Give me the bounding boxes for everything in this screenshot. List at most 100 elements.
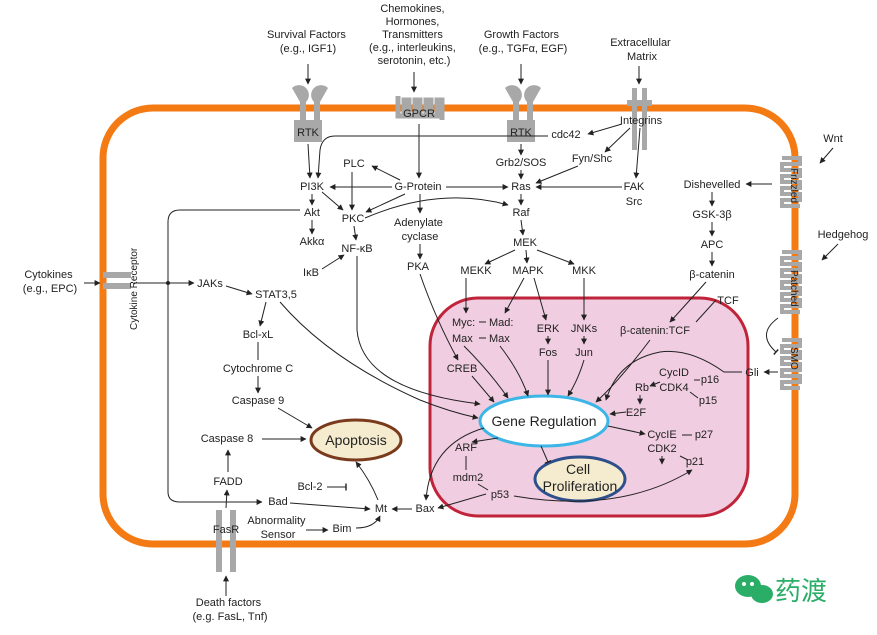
- g-protein-node: G-Protein: [394, 181, 441, 193]
- jnks-node: JNKs: [571, 323, 598, 335]
- p53-node: p53: [491, 489, 509, 501]
- fak-node: FAK: [624, 181, 645, 193]
- erk-node: ERK: [537, 323, 560, 335]
- hedgehog-label: Hedgehog: [818, 229, 869, 241]
- bad-node: Bad: [268, 496, 288, 508]
- bim-node: Bim: [333, 523, 352, 535]
- stat-node: STAT3,5: [255, 289, 297, 301]
- fos-node: Fos: [539, 347, 558, 359]
- rb-node: Rb: [635, 382, 649, 394]
- ras-node: Ras: [511, 181, 531, 193]
- integrins-node: Integrins: [620, 115, 663, 127]
- max-node-1: Max: [452, 333, 473, 345]
- bcl-xl-node: Bcl-xL: [243, 329, 274, 341]
- gene-regulation-node: Gene Regulation: [478, 394, 610, 448]
- cytochrome-c-node: Cytochrome C: [223, 363, 293, 375]
- death-factors-label: Death factors (e.g. FasL, Tnf): [193, 597, 268, 623]
- cdk4-node: CDK4: [659, 382, 688, 394]
- frizzled-receptor: Frizzled: [780, 156, 802, 208]
- p27-node: p27: [695, 429, 713, 441]
- extracellular-matrix-label: Extracellular Matrix: [610, 37, 674, 63]
- gsk-3b-node: GSK-3β: [692, 209, 731, 221]
- gpcr-receptor: GPCR: [395, 96, 445, 120]
- pkc-node: PKC: [342, 213, 365, 225]
- mapk-node: MAPK: [512, 265, 544, 277]
- svg-text:Cell Proliferation: Cell Proliferation: [543, 461, 618, 494]
- mt-node: Mt: [375, 503, 387, 515]
- jaks-node: JAKs: [197, 278, 223, 290]
- svg-text:Apoptosis: Apoptosis: [325, 432, 386, 448]
- ikb-node: IκB: [303, 267, 319, 279]
- rtk-label-left: RTK: [297, 127, 319, 139]
- plc-node: PLC: [343, 158, 364, 170]
- akka-node: Akkα: [300, 236, 325, 248]
- wnt-label: Wnt: [823, 133, 843, 145]
- pka-node: PKA: [407, 261, 430, 273]
- smo-receptor: SMO: [780, 338, 802, 390]
- bax-node: Bax: [416, 503, 435, 515]
- nf-kb-node: NF-κB: [341, 243, 372, 255]
- adenylate-cyclase-node: Adenylate cyclase: [394, 217, 446, 243]
- cdk2-node: CDK2: [647, 443, 676, 455]
- cell-membrane: [99, 104, 799, 548]
- creb-node: CREB: [447, 363, 478, 375]
- watermark: 药渡: [735, 575, 827, 606]
- chemokines-label: Chemokines, Hormones, Transmitters (e.g.…: [369, 3, 459, 67]
- fyn-shc-node: Fyn/Shc: [572, 153, 613, 165]
- watermark-text: 药渡: [775, 576, 827, 606]
- smo-label: SMO: [788, 347, 799, 370]
- jun-node: Jun: [575, 347, 593, 359]
- akt-node: Akt: [304, 207, 320, 219]
- cytokine-receptor-label: Cytokine Receptor: [129, 247, 140, 330]
- fadd-node: FADD: [213, 476, 242, 488]
- external-arrows: [84, 64, 839, 596]
- arf-node: ARF: [455, 442, 477, 454]
- caspase-8-node: Caspase 8: [201, 433, 254, 445]
- rtk-receptor-right: RTK: [505, 85, 541, 142]
- mkk-node: MKK: [572, 265, 597, 277]
- b-catenin-tcf-node: β-catenin:TCF: [620, 325, 690, 337]
- raf-node: Raf: [512, 207, 530, 219]
- bcl-2-node: Bcl-2: [297, 481, 322, 493]
- wechat-icon: [735, 575, 773, 603]
- apoptosis-node: Apoptosis: [309, 418, 403, 462]
- patched-label: Patched: [788, 270, 799, 307]
- tcf-node: TCF: [717, 295, 739, 307]
- fasr-label: FasR: [213, 524, 239, 536]
- survival-factors-label: Survival Factors (e.g., IGF1): [267, 29, 349, 55]
- dishevelled-node: Dishevelled: [684, 179, 741, 191]
- p21-node: p21: [686, 456, 704, 468]
- grb2-sos-node: Grb2/SOS: [496, 157, 547, 169]
- mdm2-node: mdm2: [453, 472, 484, 484]
- mad-node: Mad:: [489, 317, 513, 329]
- svg-text:Gene Regulation: Gene Regulation: [491, 413, 596, 429]
- e2f-node: E2F: [626, 407, 646, 419]
- abnormality-sensor-node: Abnormality Sensor: [247, 515, 308, 541]
- apc-node: APC: [701, 239, 724, 251]
- caspase-9-node: Caspase 9: [232, 395, 285, 407]
- b-catenin-node: β-catenin: [689, 269, 734, 281]
- pathway-arrows: [134, 123, 779, 533]
- p16-node: p16: [701, 374, 719, 386]
- frizzled-label: Frizzled: [788, 168, 799, 203]
- rtk-label-right: RTK: [510, 127, 532, 139]
- cell-proliferation-node: Cell Proliferation: [533, 455, 627, 503]
- cyclin-e-node: CycIE: [647, 429, 676, 441]
- rtk-receptor-left: RTK: [292, 85, 328, 142]
- gli-node: Gli: [745, 367, 758, 379]
- myc-max-complex: Myc: Max Mad: Max: [452, 317, 513, 345]
- src-node: Src: [626, 196, 643, 208]
- fasr-receptor: FasR: [213, 510, 239, 572]
- cyclin-d-node: CycID: [659, 367, 689, 379]
- myc-node: Myc:: [452, 317, 475, 329]
- mek-node: MEK: [513, 237, 538, 249]
- cytokine-receptor: Cytokine Receptor: [103, 247, 140, 330]
- p15-node: p15: [699, 395, 717, 407]
- growth-factors-label: Growth Factors (e.g., TGFα, EGF): [479, 29, 568, 55]
- max-node-2: Max: [489, 333, 510, 345]
- gpcr-label: GPCR: [403, 108, 435, 120]
- integrin-receptor: [627, 88, 652, 150]
- patched-receptor: Patched: [780, 250, 802, 314]
- mekk-node: MEKK: [460, 265, 492, 277]
